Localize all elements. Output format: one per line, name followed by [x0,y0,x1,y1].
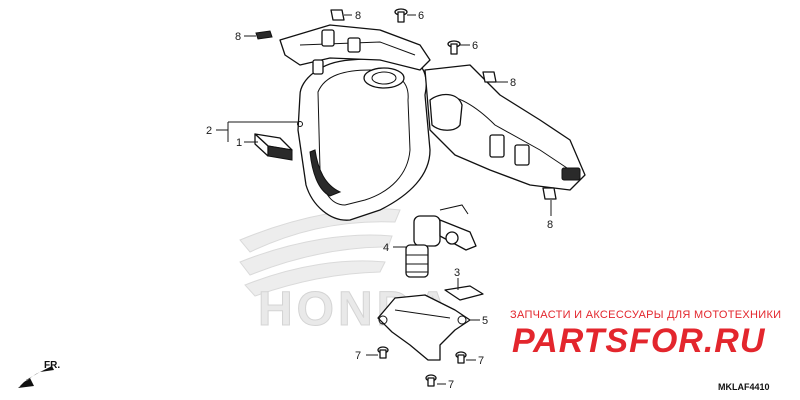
honda-wing-watermark-icon [239,208,401,297]
bolt-part-7a [377,346,389,359]
clip-nut-part-8a [255,30,273,40]
plate-part-3 [444,285,484,301]
leader-lines [216,14,552,385]
brand-logo: PARTSFOR.RU [512,322,766,360]
callout-1: 1 [236,137,242,149]
callout-7b: 7 [478,355,484,367]
arrow-down-left-icon [18,366,54,388]
diagram-code: MKLAF4410 [718,382,770,392]
upper-frame-bracket [279,24,431,75]
key-cylinder-part-4 [405,204,477,278]
bolt-part-7c [425,374,437,387]
callout-8c: 8 [510,77,516,89]
callout-5: 5 [482,315,488,327]
callout-8d: 8 [547,219,553,231]
clip-nut-part-8b [330,9,345,21]
stay-part-5 [377,294,471,361]
callout-2: 2 [206,125,212,137]
screw-part-6b [447,40,461,55]
callout-labels: 8 6 8 6 8 2 1 8 4 3 5 7 7 7 [206,10,553,391]
bolt-part-7b [455,351,467,364]
direction-label: FR. [44,360,60,371]
clip-nut-part-8d [542,187,557,200]
clip-nut-part-8c [482,71,497,83]
rear-frame-extension [424,64,586,191]
screw-part-6a [394,8,408,23]
callout-4: 4 [383,242,389,254]
callout-8b: 8 [355,10,361,22]
upper-cover-part-2 [297,55,431,221]
callout-6b: 6 [472,40,478,52]
callout-7c: 7 [448,379,454,391]
callout-3: 3 [454,267,460,279]
callout-7a: 7 [355,350,361,362]
brand-caption: ЗАПЧАСТИ И АКСЕССУАРЫ ДЛЯ МОТОТЕХНИКИ [510,309,781,321]
callout-6a: 6 [418,10,424,22]
callout-8a: 8 [235,31,241,43]
pad-part-1 [254,133,293,161]
